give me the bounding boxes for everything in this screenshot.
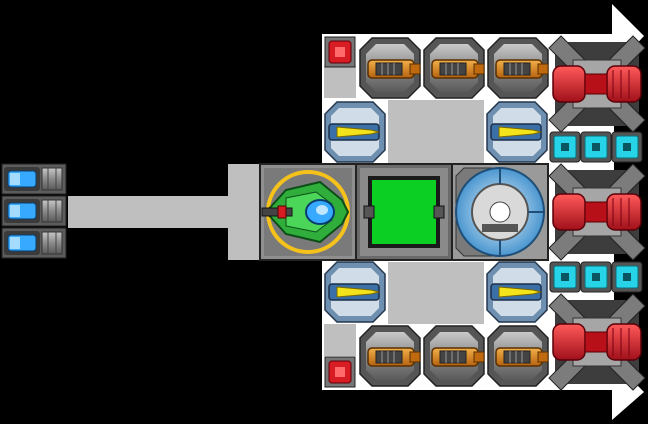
- red-gear[interactable]: [548, 293, 646, 391]
- thruster-pod[interactable]: [1, 163, 67, 195]
- red-button[interactable]: [324, 36, 356, 68]
- cyan-block[interactable]: [611, 131, 643, 163]
- lower-track: [388, 262, 484, 324]
- connector-joint: [228, 164, 264, 260]
- cyan-block[interactable]: [580, 131, 612, 163]
- dome-reactor[interactable]: [451, 163, 549, 261]
- thruster-pod[interactable]: [1, 195, 67, 227]
- cannon[interactable]: [487, 37, 549, 99]
- cannon[interactable]: [487, 325, 549, 387]
- cannon[interactable]: [359, 325, 421, 387]
- missile-launcher[interactable]: [486, 101, 548, 163]
- missile-launcher[interactable]: [486, 261, 548, 323]
- red-gear[interactable]: [548, 35, 646, 133]
- cannon[interactable]: [359, 37, 421, 99]
- bottom-left-slot: [324, 324, 356, 356]
- upper-track: [388, 100, 484, 164]
- cannon[interactable]: [423, 325, 485, 387]
- missile-launcher[interactable]: [324, 101, 386, 163]
- missile-launcher[interactable]: [324, 261, 386, 323]
- red-gear[interactable]: [548, 163, 646, 261]
- left-connector-track: [68, 196, 232, 228]
- top-left-slot: [324, 66, 356, 98]
- red-button[interactable]: [324, 356, 356, 388]
- cyan-block[interactable]: [549, 131, 581, 163]
- ship-cockpit[interactable]: [259, 163, 357, 261]
- cyan-block[interactable]: [611, 261, 643, 293]
- cyan-block[interactable]: [549, 261, 581, 293]
- green-screen[interactable]: [355, 163, 453, 261]
- cannon[interactable]: [423, 37, 485, 99]
- cyan-block[interactable]: [580, 261, 612, 293]
- thruster-pod[interactable]: [1, 227, 67, 259]
